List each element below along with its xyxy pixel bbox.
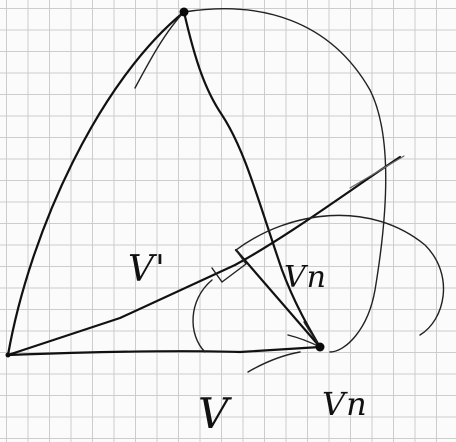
right-angle-marker	[211, 249, 247, 283]
line-vn	[234, 248, 322, 349]
outer-loop-arc	[183, 8, 387, 353]
right-loop-curve	[235, 214, 445, 336]
arc-top-hook	[134, 11, 185, 89]
stray-line	[349, 155, 405, 189]
label-v-prime: V'	[128, 249, 166, 290]
tip-point	[315, 342, 325, 352]
line-top-to-tip	[182, 10, 322, 349]
label-vn: Vn	[284, 260, 327, 295]
top-point	[179, 7, 189, 17]
inner-arc	[192, 279, 213, 353]
line-v-prime	[6, 155, 402, 357]
label-v: V	[198, 389, 232, 438]
label-vn-bottom: Vn	[322, 385, 368, 423]
base-hook	[247, 351, 301, 373]
origin-point	[5, 352, 11, 358]
line-base-v	[6, 345, 322, 357]
arc-origin-to-top	[6, 10, 186, 357]
